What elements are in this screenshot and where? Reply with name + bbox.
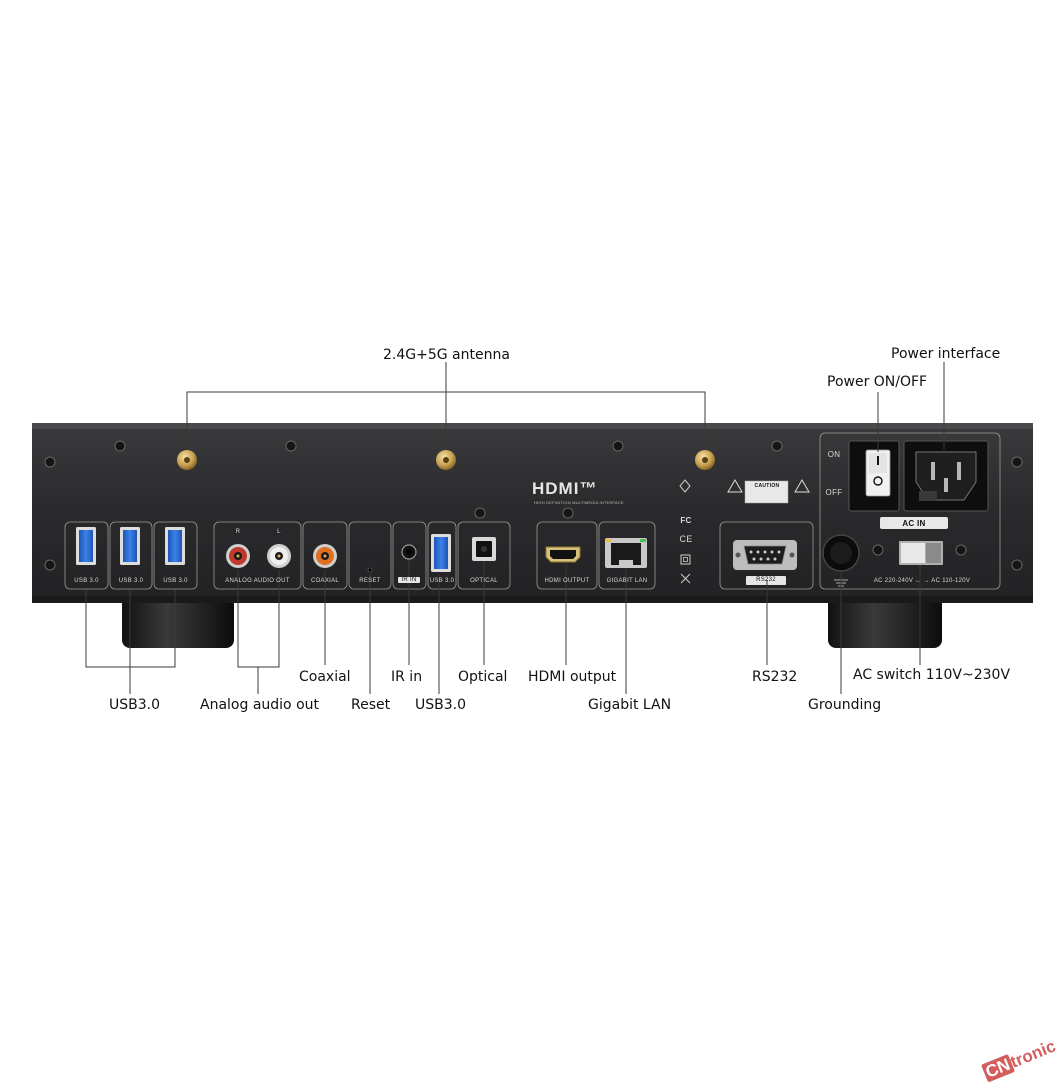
panel-label-analog-audio-out: ANALOG AUDIO OUT — [225, 578, 290, 584]
callout-rs232: RS232 — [752, 669, 798, 685]
panel-label-coaxial: COAXIAL — [310, 578, 340, 584]
coaxial-jack[interactable] — [313, 544, 337, 568]
panel-label-optical: OPTICAL — [470, 578, 498, 584]
grounding-post[interactable] — [822, 534, 860, 587]
callout-power-interface: Power interface — [891, 346, 1001, 362]
panel-label-audio-l: L — [277, 529, 281, 535]
callout-antenna: 2.4G+5G antenna — [383, 347, 510, 363]
double-insulation-icon — [680, 554, 691, 565]
callout-optical: Optical — [458, 669, 508, 685]
panel-label-hdmi-output: HDMI OUTPUT — [544, 578, 590, 584]
power-rocker-switch[interactable] — [848, 440, 900, 512]
panel-label-ir-in: IR IN — [398, 577, 420, 583]
callout-usb30-left: USB3.0 — [109, 697, 161, 713]
usb-port-3[interactable] — [165, 527, 185, 565]
callout-hdmi-output: HDMI output — [528, 669, 617, 685]
panel-label-reset: RESET — [359, 578, 381, 584]
screw-group — [44, 440, 1023, 571]
callout-usb30-mid: USB3.0 — [415, 697, 467, 713]
callout-power-switch: Power ON/OFF — [827, 374, 928, 390]
antenna-connector-1[interactable] — [177, 450, 197, 470]
usb-port-4[interactable] — [431, 534, 451, 572]
ir-in-jack[interactable] — [401, 544, 417, 560]
foot-left — [122, 596, 234, 648]
reset-pinhole[interactable] — [367, 567, 373, 573]
rs232-port[interactable] — [733, 540, 797, 570]
panel-label-usb-4: USB 3.0 — [429, 578, 455, 584]
hdmi-logo: HDMI™ — [532, 479, 598, 498]
panel-label-on: ON — [827, 450, 841, 459]
panel-label-ac-range: AC 220-240V ← → AC 110-120V — [873, 578, 971, 584]
ac-voltage-switch[interactable] — [899, 541, 943, 565]
ac-in-plate — [880, 517, 948, 529]
antenna-connector-3[interactable] — [695, 450, 715, 470]
panel-label-rs232: RS232 — [756, 577, 776, 583]
foot-right — [828, 596, 942, 648]
callout-reset: Reset — [351, 697, 391, 713]
panel-label-off: OFF — [825, 488, 843, 497]
panel-label-gigabit-lan: GIGABIT LAN — [606, 578, 648, 584]
weee-bin-icon — [680, 573, 691, 584]
hdmi-output-port[interactable] — [545, 546, 581, 563]
caution-label: CAUTION — [754, 483, 780, 489]
recycle-icon — [679, 479, 691, 493]
callout-gigabit-lan: Gigabit LAN — [588, 697, 672, 713]
panel-label-usb-1: USB 3.0 — [74, 578, 99, 584]
caution-sticker — [727, 479, 810, 504]
rca-left-jack[interactable] — [267, 544, 291, 568]
chassis-top-edge — [32, 423, 1033, 429]
panel-label-usb-3: USB 3.0 — [163, 578, 188, 584]
hdmi-logo-subtitle: HIGH DEFINITION MULTIMEDIA INTERFACE — [534, 500, 624, 505]
usb-port-1[interactable] — [76, 527, 96, 565]
chassis-bottom-edge — [32, 596, 1033, 603]
panel-label-audio-r: R — [235, 529, 241, 535]
optical-port[interactable] — [472, 537, 496, 561]
callout-analog-audio-out: Analog audio out — [200, 697, 319, 713]
callout-ir-in: IR in — [391, 669, 423, 685]
fc-mark: FC — [680, 516, 692, 525]
callout-grounding: Grounding — [808, 697, 882, 713]
usb-port-2[interactable] — [120, 527, 140, 565]
antenna-connector-2[interactable] — [436, 450, 456, 470]
panel-label-usb-2: USB 3.0 — [118, 578, 144, 584]
ce-mark: CE — [679, 534, 693, 544]
callout-ac-switch: AC switch 110V~230V — [853, 667, 1011, 683]
rs232-label-plate — [746, 576, 786, 585]
leader-lines — [85, 362, 945, 694]
power-inlet[interactable] — [903, 440, 989, 512]
callout-coaxial: Coaxial — [299, 669, 351, 685]
rca-right-jack[interactable] — [226, 544, 250, 568]
panel-label-ac-in: AC IN — [902, 519, 926, 528]
gigabit-lan-port[interactable] — [605, 538, 647, 568]
